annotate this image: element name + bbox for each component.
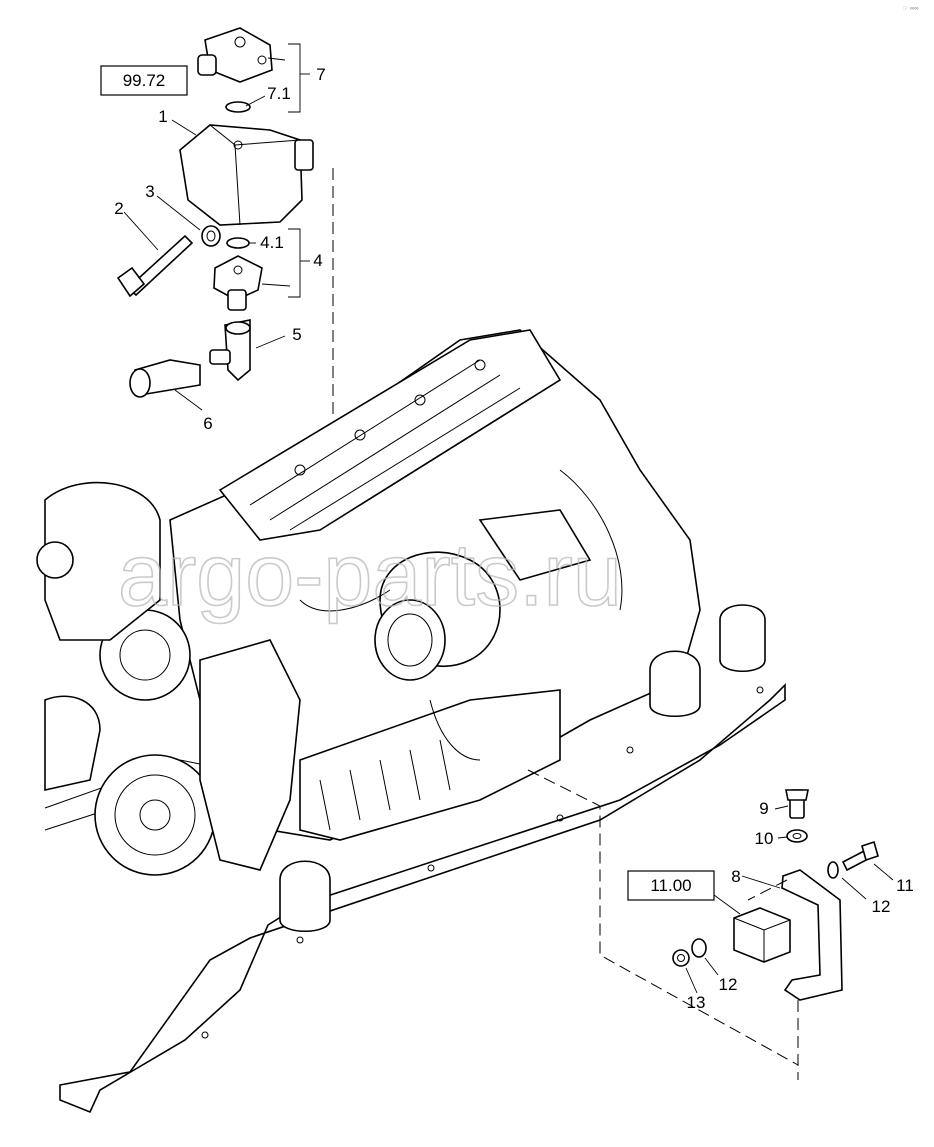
ref-box-11-00: 11.00 [627,870,715,901]
callout-6: 6 [203,414,212,433]
assembly-dash-lines [332,168,799,1080]
callout-7-1: 7.1 [267,84,291,103]
group-brackets [288,43,310,298]
callout-12-lower: 12 [719,975,738,994]
leader-lines [123,57,894,994]
callout-2: 2 [114,199,123,218]
corner-mark: ☞ ∞∞ [903,6,919,12]
engine-block [36,329,766,932]
ref-box-11-00-text: 11.00 [650,876,691,895]
watermark: argo-parts.ru [118,525,622,624]
callout-8: 8 [731,867,740,886]
bracket-assembly [672,789,879,1001]
callout-3: 3 [145,182,154,201]
callout-11: 11 [896,876,914,895]
callout-9: 9 [759,799,768,818]
callout-5: 5 [292,325,301,344]
ref-box-99-72-text: 99.72 [123,71,166,90]
callout-1: 1 [158,107,167,126]
pump-assembly [116,27,314,398]
callout-4: 4 [313,251,322,270]
callout-13: 13 [687,993,706,1012]
callout-7: 7 [316,65,325,84]
ref-box-99-72: 99.72 [100,65,188,96]
callout-10: 10 [755,829,774,848]
callout-12-upper: 12 [872,897,891,916]
callout-labels: 1 2 3 4 4.1 5 6 7 7.1 8 9 10 11 12 12 13 [114,65,914,1012]
callout-4-1: 4.1 [260,233,284,252]
